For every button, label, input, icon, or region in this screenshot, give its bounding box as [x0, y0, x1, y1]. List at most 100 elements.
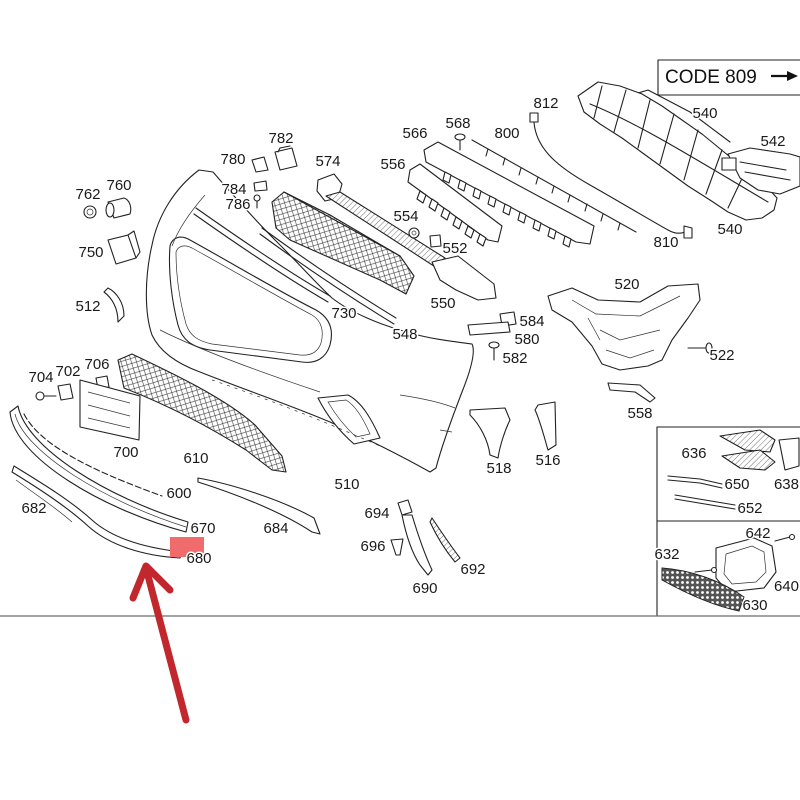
- callout-600: 600: [166, 485, 191, 502]
- callout-568: 568: [445, 115, 470, 132]
- part-652-edge-a: [674, 494, 736, 506]
- part-548-trim-strip: [259, 227, 397, 325]
- part-786-head: [253, 194, 261, 202]
- part-694-clip: [397, 499, 413, 516]
- callout-652: 652: [737, 500, 762, 517]
- part-548-edge-bottom: [259, 233, 395, 325]
- callout-700: 700: [113, 444, 138, 461]
- callout-548: 548: [392, 326, 417, 343]
- part-540-ribs: [589, 85, 769, 209]
- part-512-bracket: [103, 287, 125, 323]
- part-800-clip-strip: [471, 139, 637, 233]
- callout-800: 800: [494, 125, 519, 142]
- callout-640: 640: [774, 578, 799, 595]
- part-556-strip: [407, 163, 503, 247]
- callout-762: 762: [75, 186, 100, 203]
- part-700-slots: [87, 391, 131, 429]
- part-786-screw: [253, 194, 261, 209]
- part-670-inner: [14, 413, 187, 528]
- part-640-outline: [715, 537, 777, 593]
- part-670-trim-band: [9, 405, 189, 533]
- callout-690: 690: [412, 580, 437, 597]
- part-632-shaft: [694, 569, 713, 573]
- part-568-head: [454, 133, 466, 141]
- red-arrow-icon: [129, 562, 190, 724]
- part-550-grille: [271, 191, 497, 301]
- part-750-tab: [127, 230, 141, 259]
- callout-650: 650: [724, 476, 749, 493]
- part-760-face: [105, 202, 115, 218]
- callout-682: 682: [21, 500, 46, 517]
- right-arrow-icon: [771, 71, 798, 81]
- inset-panel: [656, 426, 800, 616]
- part-760-sensor: [105, 197, 132, 219]
- part-552-clip: [429, 234, 442, 248]
- part-510-grille-opening: [168, 236, 333, 363]
- part-750-box: [107, 234, 137, 265]
- part-522-screw: [687, 342, 713, 354]
- callout-760: 760: [106, 177, 131, 194]
- part-566-strip: [423, 141, 595, 248]
- part-782-box: [274, 147, 298, 171]
- callout-542: 542: [760, 133, 785, 150]
- callout-610: 610: [183, 450, 208, 467]
- part-510-fog-inner: [327, 399, 371, 438]
- callout-566: 566: [402, 125, 427, 142]
- part-540-outline: [577, 81, 778, 221]
- callout-550: 550: [430, 295, 455, 312]
- part-652-edge-b: [674, 498, 736, 510]
- callout-680: 680: [186, 550, 211, 567]
- cable-line: [533, 121, 686, 234]
- code-809-box: CODE 809: [657, 59, 800, 96]
- part-522-head: [705, 342, 713, 354]
- callout-780: 780: [220, 151, 245, 168]
- part-610-lower-grille: [117, 353, 287, 473]
- part-510-bumper-cover: [145, 169, 474, 473]
- callout-522: 522: [709, 347, 734, 364]
- red-arrow-head: [129, 562, 174, 602]
- part-640-cover-frame: [715, 537, 777, 593]
- callout-704: 704: [28, 369, 53, 386]
- part-650-edge-a: [667, 475, 723, 485]
- callout-692: 692: [460, 561, 485, 578]
- callout-730: 730: [331, 305, 356, 322]
- code-box-frame: [657, 59, 800, 96]
- part-520-bracket: [547, 283, 701, 371]
- part-518-side-piece: [469, 407, 511, 459]
- part-558-bracket: [607, 382, 656, 403]
- part-730-edge-bottom: [193, 213, 329, 303]
- highlight-marker: [170, 537, 204, 557]
- part-510-grille-inner: [175, 245, 323, 356]
- part-700-outline: [79, 379, 141, 441]
- callout-558: 558: [627, 405, 652, 422]
- callout-580: 580: [514, 331, 539, 348]
- part-782-module: [274, 145, 298, 171]
- part-542-bracket: [721, 147, 800, 195]
- part-630-grille-insert: [661, 567, 745, 612]
- part-540-absorber: [577, 81, 778, 221]
- part-574-frame-strip: [325, 191, 446, 271]
- part-762-ring: [83, 205, 97, 219]
- part-810-connector: [683, 225, 693, 239]
- callout-684: 684: [263, 520, 288, 537]
- part-642-head: [788, 533, 796, 541]
- part-782-top: [277, 145, 291, 153]
- callout-670: 670: [190, 520, 215, 537]
- inset-frame: [656, 426, 800, 616]
- part-680-trim-band: [11, 465, 183, 559]
- callout-540-a: 540: [692, 105, 717, 122]
- part-600-bead-strip: [23, 413, 163, 497]
- part-652-strip: [674, 494, 736, 510]
- part-692-trim: [429, 517, 461, 563]
- callout-786: 786: [225, 196, 250, 213]
- callout-516: 516: [535, 452, 560, 469]
- part-566-teeth: [442, 171, 572, 248]
- callout-632: 632: [654, 546, 679, 563]
- part-784-clip: [253, 180, 268, 192]
- part-650-strip: [667, 475, 723, 489]
- part-636-fog-strip-lower: [721, 449, 776, 471]
- callout-642: 642: [745, 525, 770, 542]
- part-556-outline: [407, 163, 503, 243]
- part-812-810-cable: [529, 112, 693, 239]
